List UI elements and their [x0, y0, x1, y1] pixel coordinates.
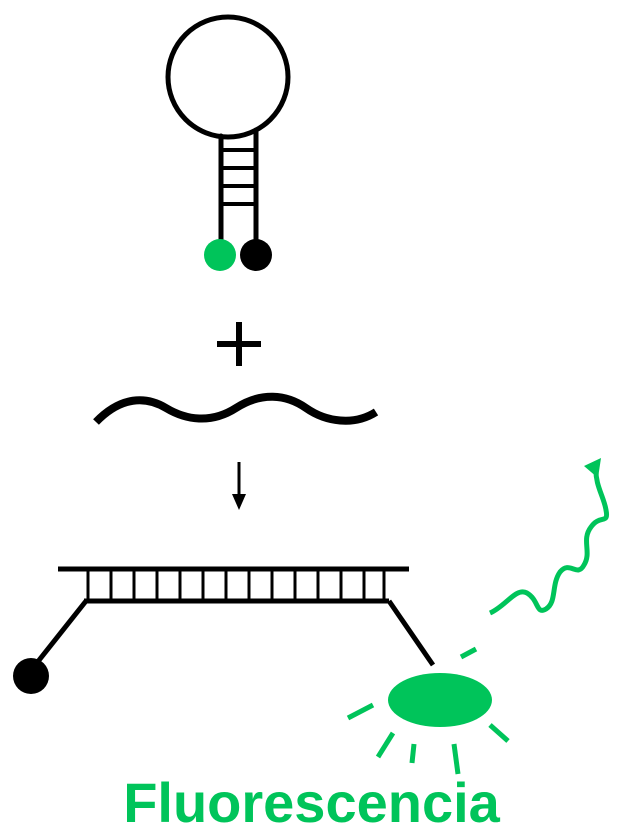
duplex-base-pairs — [86, 569, 386, 601]
hybridized-duplex-icon — [34, 566, 436, 667]
quencher-dot-separated — [13, 658, 49, 694]
plus-sign-icon — [217, 322, 261, 366]
emitted-light-arrowhead-icon — [584, 458, 601, 478]
target-strand-icon — [93, 392, 379, 425]
fluorophore-dot-quenched — [204, 239, 236, 271]
glow-rays-icon — [346, 646, 510, 775]
hairpin-probe-icon — [165, 14, 291, 243]
probe-arm-right — [386, 599, 436, 667]
reaction-arrow-icon — [232, 462, 246, 510]
fluorescence-label: Fluorescencia — [123, 771, 500, 834]
probe-loop — [165, 14, 291, 140]
emitted-light-wave-icon — [488, 467, 610, 616]
probe-arm-left — [34, 599, 88, 666]
quencher-dot-hairpin — [240, 239, 272, 271]
fluorophore-icon — [388, 673, 492, 727]
stem-base-pairs — [219, 148, 258, 206]
